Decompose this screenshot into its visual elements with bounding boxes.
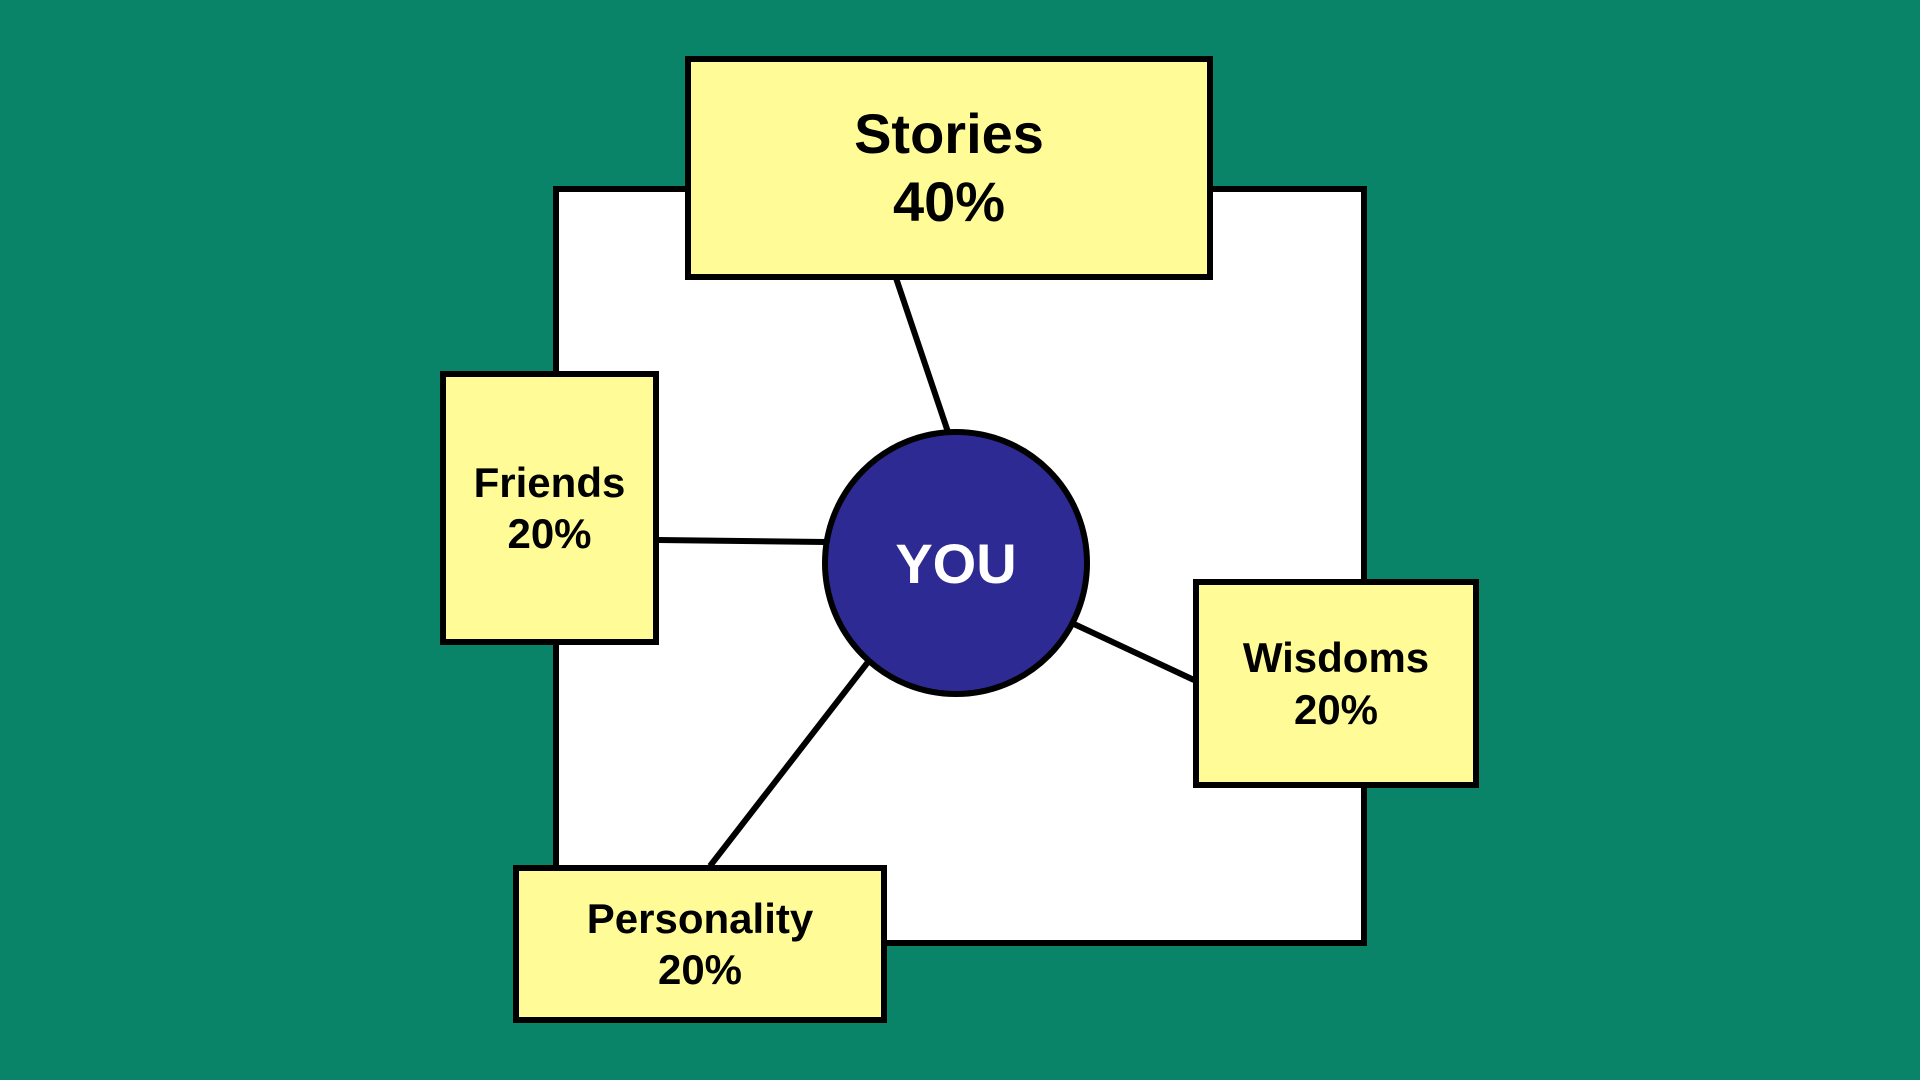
node-label: Wisdoms [1242, 634, 1430, 682]
node-wisdoms: Wisdoms 20% [1193, 579, 1479, 788]
node-label: Stories [854, 101, 1044, 165]
node-value: 40% [892, 170, 1006, 233]
node-label: Friends [473, 458, 626, 506]
node-value: 20% [1293, 685, 1379, 733]
node-label: Personality [586, 894, 814, 942]
connector-friends [657, 537, 827, 545]
node-friends: Friends 20% [440, 371, 659, 645]
node-personality: Personality 20% [513, 865, 887, 1023]
node-stories: Stories 40% [685, 56, 1213, 280]
center-label: YOU [895, 531, 1017, 595]
connector-stories [893, 277, 951, 433]
node-value: 20% [657, 946, 743, 993]
node-value: 20% [507, 510, 592, 557]
connector-personality [707, 660, 871, 868]
center-node-you: YOU [822, 429, 1090, 697]
connector-wisdoms [1072, 621, 1196, 683]
